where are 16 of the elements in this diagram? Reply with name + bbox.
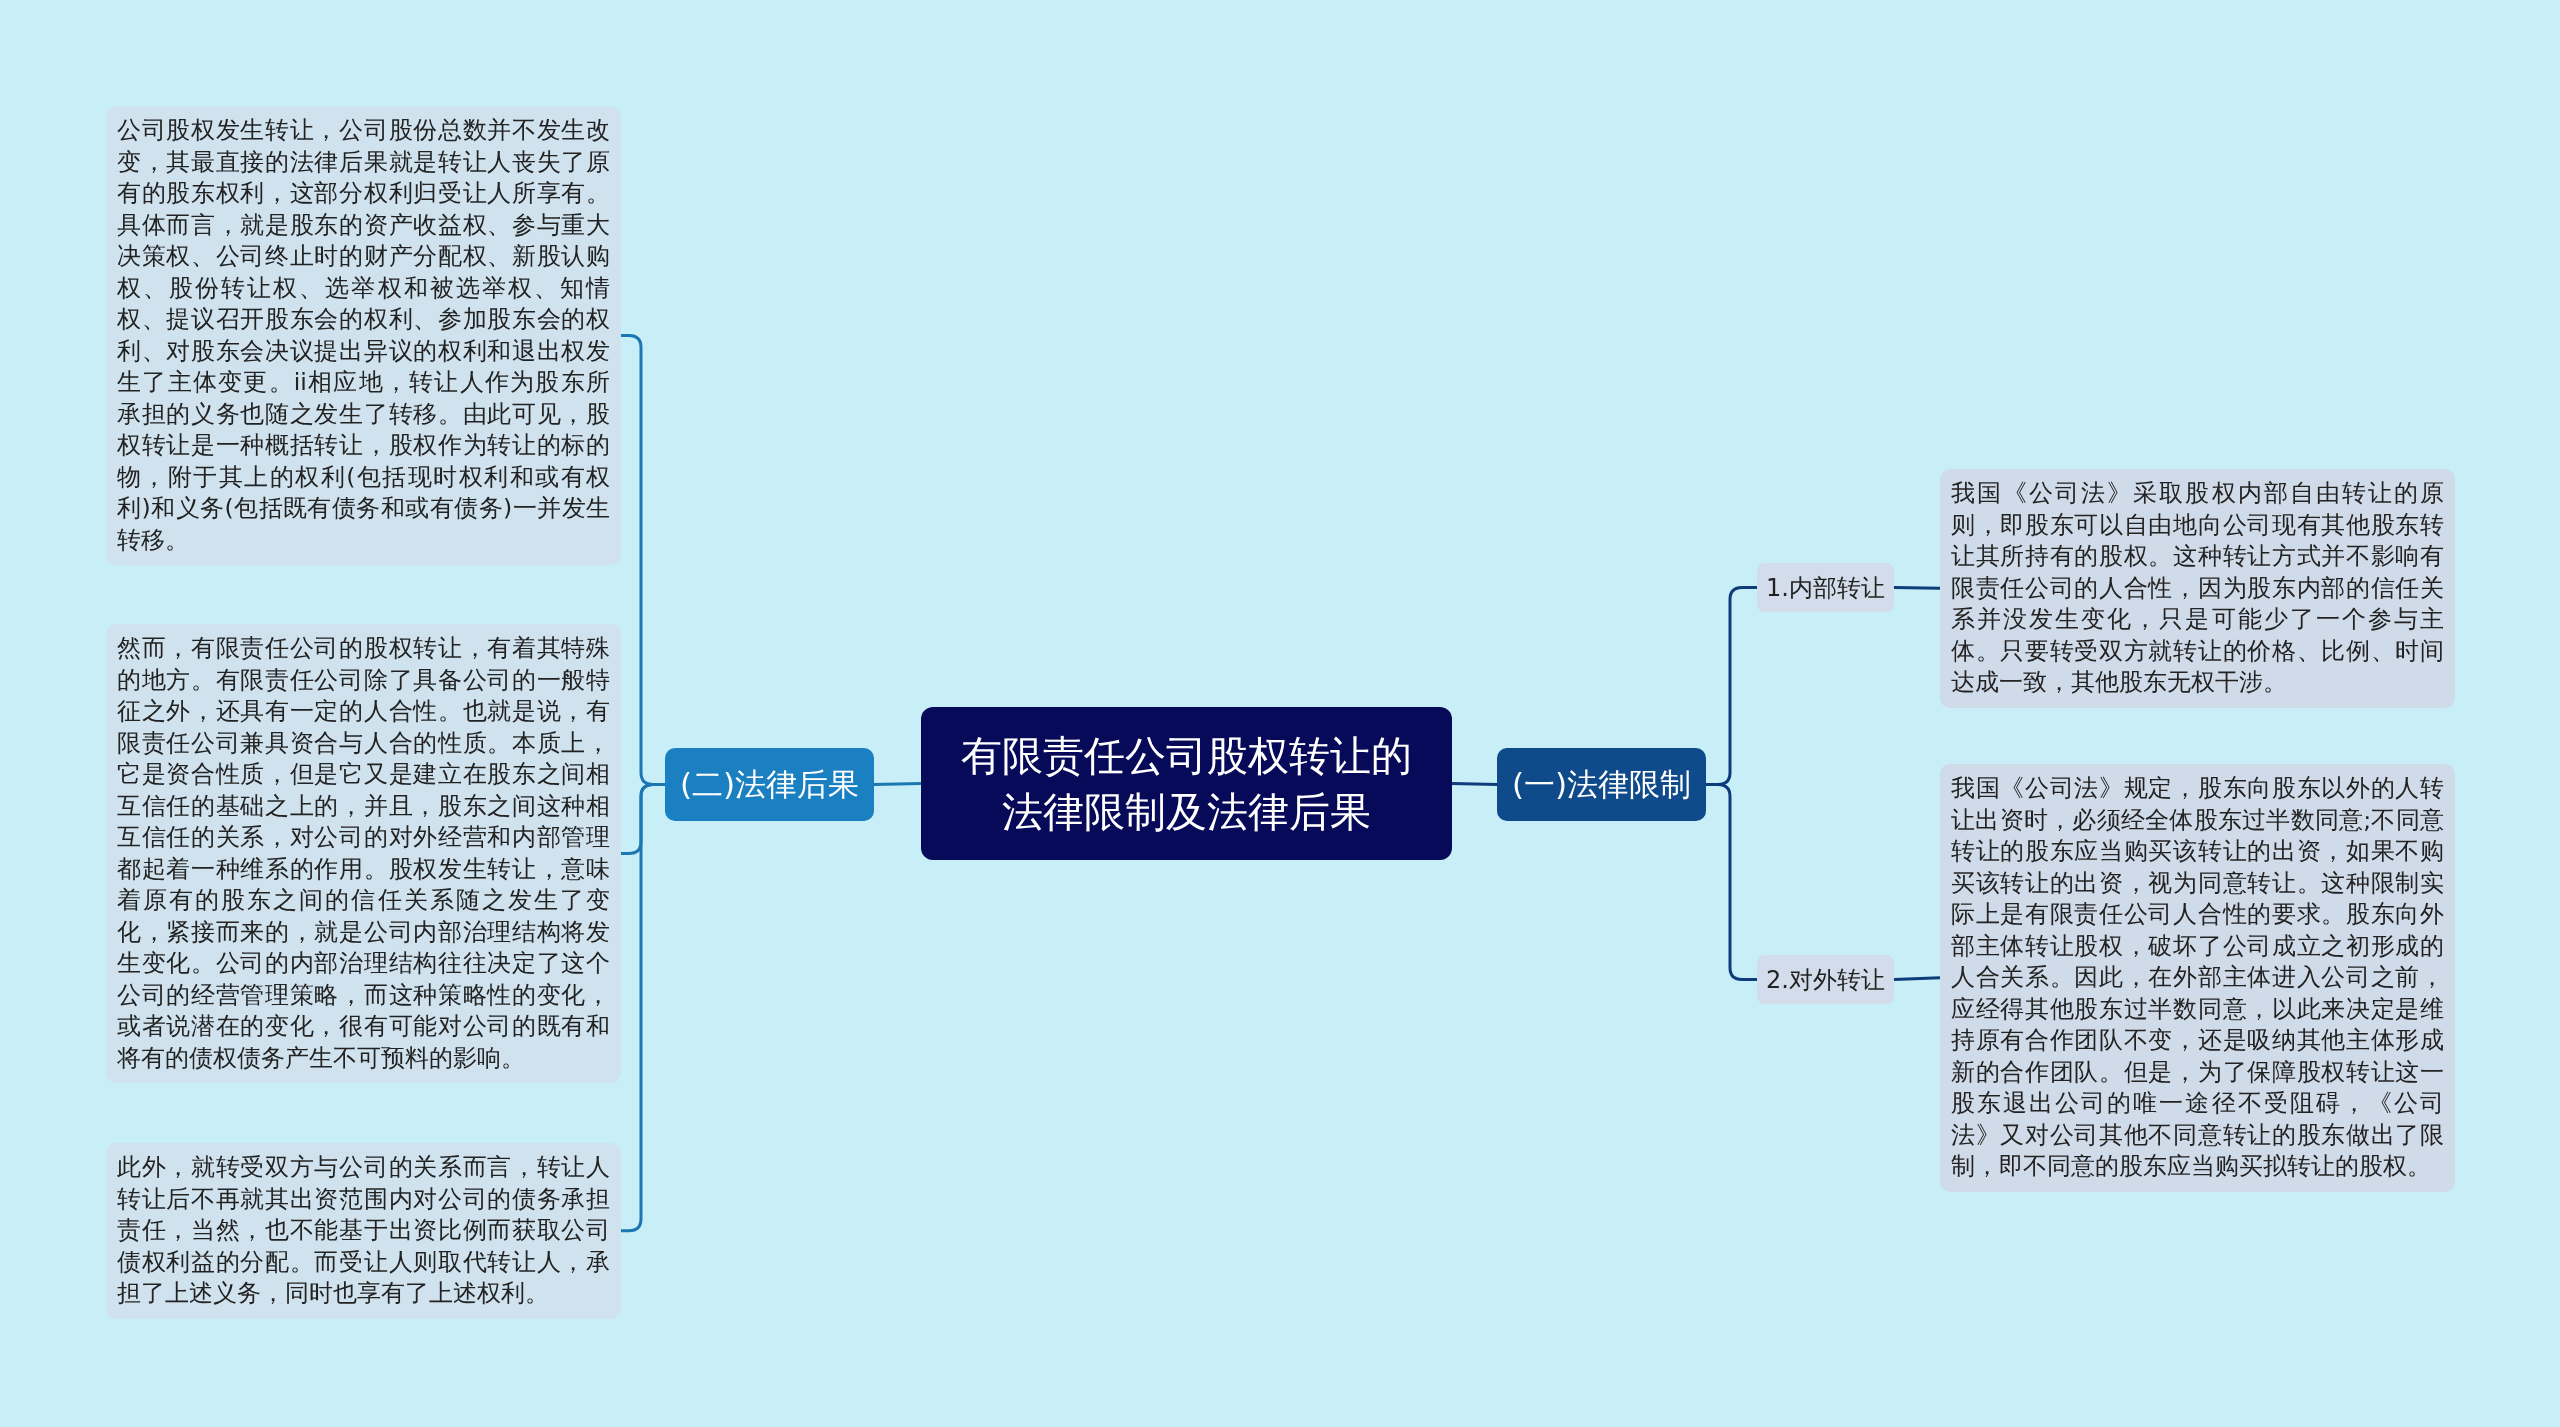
text-card: 然而，有限责任公司的股权转让，有着其特殊的地方。有限责任公司除了具备公司的一般特征之外，还具有一定的人合性。也就是说，有限责任公司兼具资合与人合的性质。本质上，它是资合性质，但是它又是建立在股东之间相互信任的基础之上的，并且，股东之间这种相互信任的关系，对公司的对外经营和内部管理都起着一种维系的作用。股权发生转让，意味着原有的股东之间的信任关系随之发生了变化，紧接而来的，就是公司内部治理结构将发生变化。公司的内部治理结构往往决定了这个公司的经营管理策略，而这种策略性的变化，或者说潜在的变化，很有可能对公司的既有和将有的债权债务产生不可预料的影响。 <box>106 624 621 1083</box>
connector-line <box>1893 976 1941 981</box>
subtopic-box: 2.对外转让 <box>1757 955 1894 1004</box>
connector-line <box>873 782 922 786</box>
branch-box: (一)法律限制 <box>1497 748 1706 821</box>
text-card: 我国《公司法》采取股权内部自由转让的原则，即股东可以自由地向公司现有其他股东转让其所持有的股权。这种转让方式并不影响有限责任公司的人合性，因为股东内部的信任关系并没发生变化，只是可能少了一个参与主体。只要转受双方就转让的价格、比例、时间达成一致，其他股东无权干涉。 <box>1940 469 2455 708</box>
connector-line <box>1706 783 1757 981</box>
text-card: 我国《公司法》规定，股东向股东以外的人转让出资时，必须经全体股东过半数同意;不同意转让的股东应当购买该转让的出资，如果不购买该转让的出资，视为同意转让。这种限制实际上是有限责任公司人合性的要求。股东向外部主体转让股权，破坏了公司成立之初形成的人合关系。因此，在外部主体进入公司之前，应经得其他股东过半数同意，以此来决定是维持原有合作团队不变，还是吸纳其他主体形成新的合作团队。但是，为了保障股权转让这一股东退出公司的唯一途径不受阻碍，《公司法》又对公司其他不同意转让的股东做出了限制，即不同意的股东应当购买拟转让的股权。 <box>1940 764 2455 1192</box>
text-card: 公司股权发生转让，公司股份总数并不发生改变，其最直接的法律后果就是转让人丧失了原有的股东权利，这部分权利归受让人所享有。具体而言，就是股东的资产收益权、参与重大决策权、公司终止时的财产分配权、新股认购权、股份转让权、选举权和被选举权、知情权、提议召开股东会的权利、参加股东会的权利、对股东会决议提出异议的权利和退出权发生了主体变更。ii相应地，转让人作为股东所承担的义务也随之发生了转移。由此可见，股权转让是一种概括转让，股权作为转让的标的物，附于其上的权利(包括现时权利和或有权利)和义务(包括既有债务和或有债务)一并发生转移。 <box>106 106 621 565</box>
text-card: 此外，就转受双方与公司的关系而言，转让人转让后不再就其出资范围内对公司的债务承担责任，当然，也不能基于出资比例而获取公司债权利益的分配。而受让人则取代转让人，承担了上述义务，同时也享有了上述权利。 <box>106 1143 621 1319</box>
branch-box: (二)法律后果 <box>665 748 874 821</box>
connector-line <box>621 783 665 1233</box>
connector-line <box>1893 586 1941 590</box>
topic-box: 有限责任公司股权转让的法律限制及法律后果 <box>921 707 1452 860</box>
connector-line <box>1451 782 1498 786</box>
subtopic-box: 1.内部转让 <box>1757 563 1894 612</box>
